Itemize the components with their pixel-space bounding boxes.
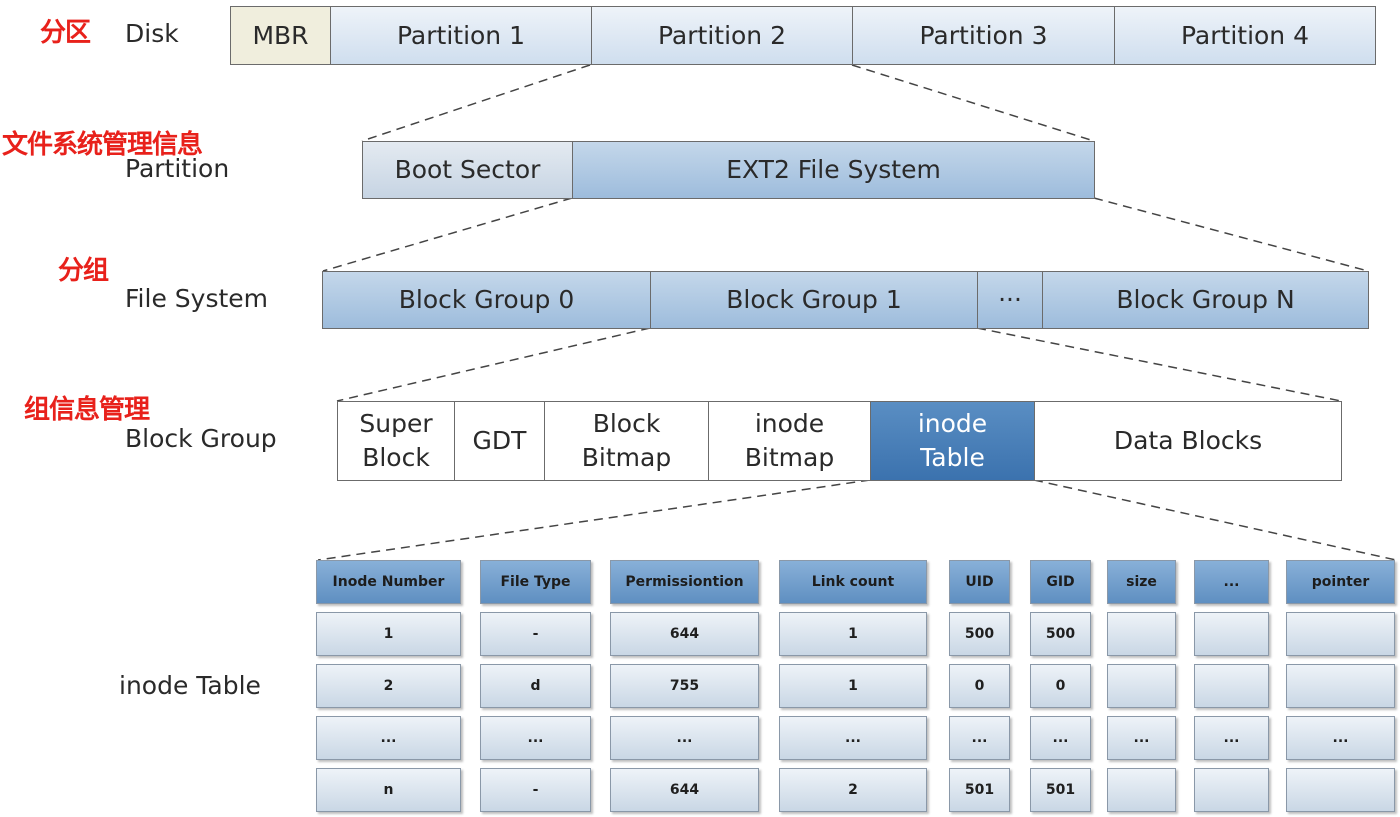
inode-cell-ellipsis: ...: [1194, 716, 1269, 760]
mbr-cell: MBR: [231, 7, 331, 64]
partition-2-cell: Partition 2: [592, 7, 853, 64]
gdt-cell: GDT: [455, 402, 545, 480]
ext2-file-system-cell: EXT2 File System: [573, 142, 1094, 198]
inode-cell-gid: 0: [1030, 664, 1091, 708]
partition-annotation: 分区: [40, 18, 91, 48]
inode-cell-pointer: [1286, 768, 1395, 812]
inode-cell-gid: ...: [1030, 716, 1091, 760]
super-block-line-2: Block: [362, 443, 430, 472]
inode-cell-uid: 501: [949, 768, 1010, 812]
inode-cell-permission: 755: [610, 664, 759, 708]
group-info-annotation: 组信息管理: [24, 395, 150, 425]
boot-sector-cell: Boot Sector: [363, 142, 573, 198]
inode-cell-link-count: 1: [779, 612, 927, 656]
inode-cell-ellipsis: [1194, 612, 1269, 656]
block-bitmap-line-1: Block: [592, 409, 661, 438]
partition-4-cell: Partition 4: [1115, 7, 1375, 64]
inode-cell-pointer: ...: [1286, 716, 1395, 760]
inode-bitmap-cell: inode Bitmap: [709, 402, 871, 480]
inode-cell-inode-number: n: [316, 768, 461, 812]
connector-ext2-left: [322, 197, 573, 272]
block-group-1-cell: Block Group 1: [651, 272, 978, 328]
inode-cell-file-type: d: [480, 664, 591, 708]
inode-cell-uid: 0: [949, 664, 1010, 708]
partition-strip: Boot Sector EXT2 File System: [362, 141, 1095, 199]
inode-bitmap-line-2: Bitmap: [744, 443, 835, 472]
connector-inode-left: [317, 479, 871, 561]
inode-cell-gid: 501: [1030, 768, 1091, 812]
connector-group1-right: [976, 327, 1342, 402]
inode-cell-inode-number: 2: [316, 664, 461, 708]
block-group-n-cell: Block Group N: [1043, 272, 1368, 328]
inode-cell-permission: 644: [610, 768, 759, 812]
data-blocks-cell: Data Blocks: [1035, 402, 1341, 480]
inode-bitmap-line-1: inode: [754, 409, 825, 438]
inode-table-line-1: inode: [917, 409, 988, 438]
block-group-level-label: Block Group: [125, 424, 277, 453]
block-group-0-cell: Block Group 0: [323, 272, 651, 328]
inode-header-file-type: File Type: [480, 560, 591, 604]
inode-table-cell: inode Table: [871, 402, 1035, 480]
file-system-level-label: File System: [125, 284, 269, 313]
inode-table-line-2: Table: [920, 443, 985, 472]
disk-strip: MBR Partition 1 Partition 2 Partition 3 …: [230, 6, 1376, 65]
connector-ext2-right: [1093, 197, 1369, 272]
inode-cell-inode-number: 1: [316, 612, 461, 656]
inode-cell-file-type: ...: [480, 716, 591, 760]
super-block-line-1: Super: [359, 409, 433, 438]
inode-header-size: size: [1107, 560, 1176, 604]
inode-header-ellipsis: ...: [1194, 560, 1269, 604]
block-group-ellipsis-cell: ···: [978, 272, 1043, 328]
file-system-strip: Block Group 0 Block Group 1 ··· Block Gr…: [322, 271, 1369, 329]
inode-cell-size: [1107, 768, 1176, 812]
inode-cell-permission: ...: [610, 716, 759, 760]
connector-inode-right: [1033, 479, 1397, 561]
inode-cell-uid: ...: [949, 716, 1010, 760]
inode-cell-inode-number: ...: [316, 716, 461, 760]
connector-partition2-left: [361, 64, 591, 142]
connector-group1-left: [336, 327, 651, 402]
inode-cell-ellipsis: [1194, 768, 1269, 812]
super-block-cell: Super Block: [338, 402, 455, 480]
inode-cell-permission: 644: [610, 612, 759, 656]
inode-header-inode-number: Inode Number: [316, 560, 461, 604]
inode-cell-uid: 500: [949, 612, 1010, 656]
inode-cell-file-type: -: [480, 612, 591, 656]
block-group-strip: Super Block GDT Block Bitmap inode Bitma…: [337, 401, 1342, 481]
connector-partition2-right: [851, 64, 1095, 142]
inode-header-link-count: Link count: [779, 560, 927, 604]
inode-cell-pointer: [1286, 664, 1395, 708]
inode-header-gid: GID: [1030, 560, 1091, 604]
inode-cell-gid: 500: [1030, 612, 1091, 656]
inode-cell-size: [1107, 612, 1176, 656]
inode-header-permission: Permissiontion: [610, 560, 759, 604]
block-bitmap-cell: Block Bitmap: [545, 402, 709, 480]
inode-cell-size: [1107, 664, 1176, 708]
partition-level-label: Partition: [125, 154, 230, 183]
inode-cell-ellipsis: [1194, 664, 1269, 708]
group-annotation: 分组: [58, 256, 109, 286]
fs-info-annotation: 文件系统管理信息: [2, 130, 203, 160]
partition-1-cell: Partition 1: [331, 7, 592, 64]
block-bitmap-line-2: Bitmap: [581, 443, 672, 472]
disk-level-label: Disk: [125, 19, 179, 48]
inode-cell-pointer: [1286, 612, 1395, 656]
inode-cell-link-count: 2: [779, 768, 927, 812]
inode-header-pointer: pointer: [1286, 560, 1395, 604]
inode-header-uid: UID: [949, 560, 1010, 604]
inode-cell-file-type: -: [480, 768, 591, 812]
inode-cell-link-count: 1: [779, 664, 927, 708]
inode-table-level-label: inode Table: [119, 671, 261, 700]
inode-cell-link-count: ...: [779, 716, 927, 760]
inode-cell-size: ...: [1107, 716, 1176, 760]
partition-3-cell: Partition 3: [853, 7, 1115, 64]
